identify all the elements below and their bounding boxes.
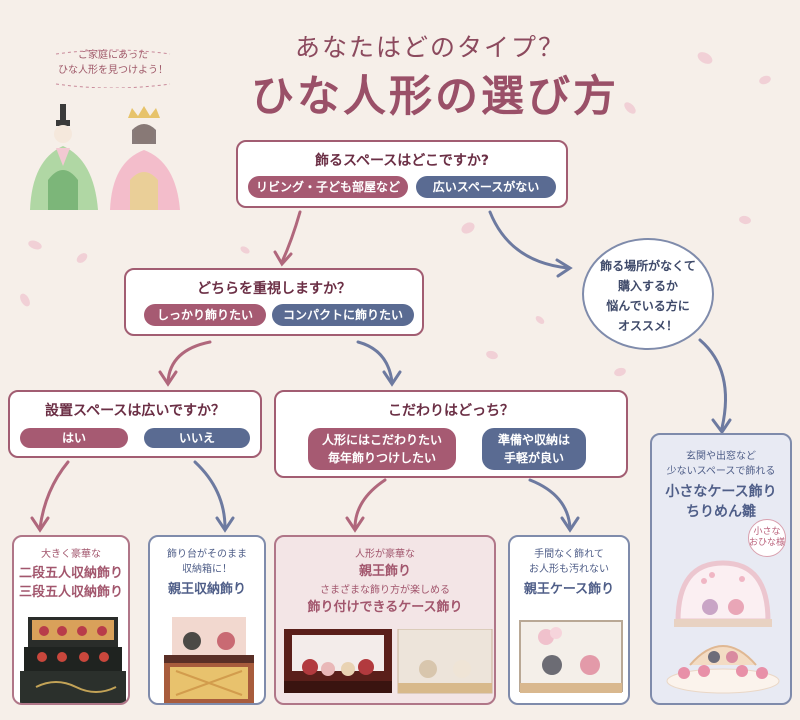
page-title: ひな人形の選び方 bbox=[251, 72, 619, 122]
bubble-line-3: 悩んでいる方に bbox=[606, 299, 690, 313]
option-4b-line-2: 手軽が良い bbox=[503, 451, 564, 465]
option-yes[interactable]: はい bbox=[20, 428, 128, 448]
result-card-shinno-case-simple[interactable]: 手間なく飾れて お人形も汚れない 親王ケース飾り bbox=[508, 535, 630, 705]
question-1-text: 飾るスペースはどこですか? bbox=[314, 153, 490, 169]
r3-name-2: 飾り付けできるケース飾り bbox=[307, 600, 463, 615]
question-2-box: どちらを重視しますか？ しっかり飾りたい コンパクトに飾りたい bbox=[124, 268, 424, 336]
r4-desc-line-1: 手間なく飾れて bbox=[534, 549, 604, 560]
tag-line-1: 小さな bbox=[753, 527, 781, 537]
option-4a-line-2: 毎年飾りつけしたい bbox=[327, 451, 437, 465]
bubble-line-2: 購入するか bbox=[617, 279, 678, 293]
r3-desc-2: さまざまな飾り方が楽しめる bbox=[320, 585, 450, 596]
option-easy-storage[interactable]: 準備や収納は 手軽が良い bbox=[482, 428, 586, 470]
small-case-images bbox=[666, 560, 780, 694]
note-frame bbox=[55, 49, 171, 88]
small-hina-tag: 小さな おひな様 bbox=[748, 519, 786, 557]
hina-dolls-illustration bbox=[30, 104, 180, 210]
r5-desc-line-2: 少ないスペースで飾れる bbox=[666, 466, 776, 477]
option-4b-line-1: 準備や収納は bbox=[497, 433, 570, 447]
shinno-storage-image bbox=[164, 617, 254, 703]
option-living-room[interactable]: リビング・子ども部屋など bbox=[248, 176, 408, 198]
ohina-doll-icon bbox=[110, 106, 180, 210]
question-4-box: こだわりはどっち？ 人形にはこだわりたい 毎年飾りつけしたい 準備や収納は 手軽… bbox=[274, 390, 628, 478]
question-2-text: どちらを重視しますか？ bbox=[197, 281, 351, 297]
r5-name-line-2: ちりめん雛 bbox=[686, 504, 756, 520]
petal-decorations bbox=[20, 52, 771, 377]
intro-note: ご家庭にあった ひな人形を見つけよう！ bbox=[38, 48, 188, 88]
page-subtitle: あなたはどのタイプ？ bbox=[294, 33, 565, 62]
result-card-shinno-case[interactable]: 人形が豪華な 親王飾り さまざまな飾り方が楽しめる 飾り付けできるケース飾り bbox=[274, 535, 496, 705]
r2-desc-line-2: 収納箱に！ bbox=[182, 564, 232, 575]
r2-name: 親王収納飾り bbox=[167, 582, 246, 597]
question-1-box: 飾るスペースはどこですか? リビング・子ども部屋など 広いスペースがない bbox=[236, 140, 568, 208]
r3-desc-1: 人形が豪華な bbox=[355, 549, 415, 560]
case-display-image bbox=[519, 620, 623, 693]
result-card-shinno-storage[interactable]: 飾り台がそのまま 収納箱に！ 親王収納飾り bbox=[148, 535, 266, 705]
option-no[interactable]: いいえ bbox=[144, 428, 250, 448]
r1-name-line-1: 二段五人収納飾り bbox=[18, 566, 123, 581]
r4-name: 親王ケース飾り bbox=[523, 582, 615, 597]
r3-name-1: 親王飾り bbox=[358, 564, 411, 579]
question-4-text: こだわりはどっち？ bbox=[388, 403, 514, 419]
tag-line-2: おひな様 bbox=[749, 538, 786, 548]
shinno-case-images bbox=[284, 629, 493, 694]
option-4a-line-1: 人形にはこだわりたい bbox=[321, 433, 442, 447]
r1-desc: 大きく豪華な bbox=[41, 549, 101, 560]
tiered-display-image bbox=[20, 617, 126, 703]
r5-name-line-1: 小さなケース飾り bbox=[665, 484, 777, 500]
result-card-storage-tiered[interactable]: 大きく豪華な 二段五人収納飾り 三段五人収納飾り bbox=[12, 535, 130, 705]
note-line-2: ひな人形を見つけよう！ bbox=[58, 65, 168, 76]
option-full-display[interactable]: しっかり飾りたい bbox=[144, 304, 266, 326]
option-compact-display[interactable]: コンパクトに飾りたい bbox=[272, 304, 414, 326]
r4-desc-line-2: お人形も汚れない bbox=[529, 564, 609, 575]
question-3-text: 設置スペースは広いですか？ bbox=[45, 403, 225, 419]
option-no-space[interactable]: 広いスペースがない bbox=[416, 176, 556, 198]
r1-name-line-2: 三段五人収納飾り bbox=[18, 585, 123, 600]
bubble-line-1: 飾る場所がなくて bbox=[600, 259, 696, 273]
recommendation-bubble: 飾る場所がなくて 購入するか 悩んでいる方に オススメ！ bbox=[582, 238, 714, 350]
odairi-doll-icon bbox=[30, 104, 98, 210]
bubble-line-4: オススメ！ bbox=[617, 319, 678, 333]
r2-desc-line-1: 飾り台がそのまま bbox=[167, 549, 247, 560]
note-line-1: ご家庭にあった bbox=[78, 50, 148, 61]
question-3-box: 設置スペースは広いですか？ はい いいえ bbox=[8, 390, 262, 458]
result-card-small-case[interactable]: 玄関や出窓など 少ないスペースで飾れる 小さなケース飾り ちりめん雛 小さな お… bbox=[650, 433, 792, 705]
r5-desc-line-1: 玄関や出窓など bbox=[686, 451, 756, 462]
option-particular-dolls[interactable]: 人形にはこだわりたい 毎年飾りつけしたい bbox=[308, 428, 456, 470]
